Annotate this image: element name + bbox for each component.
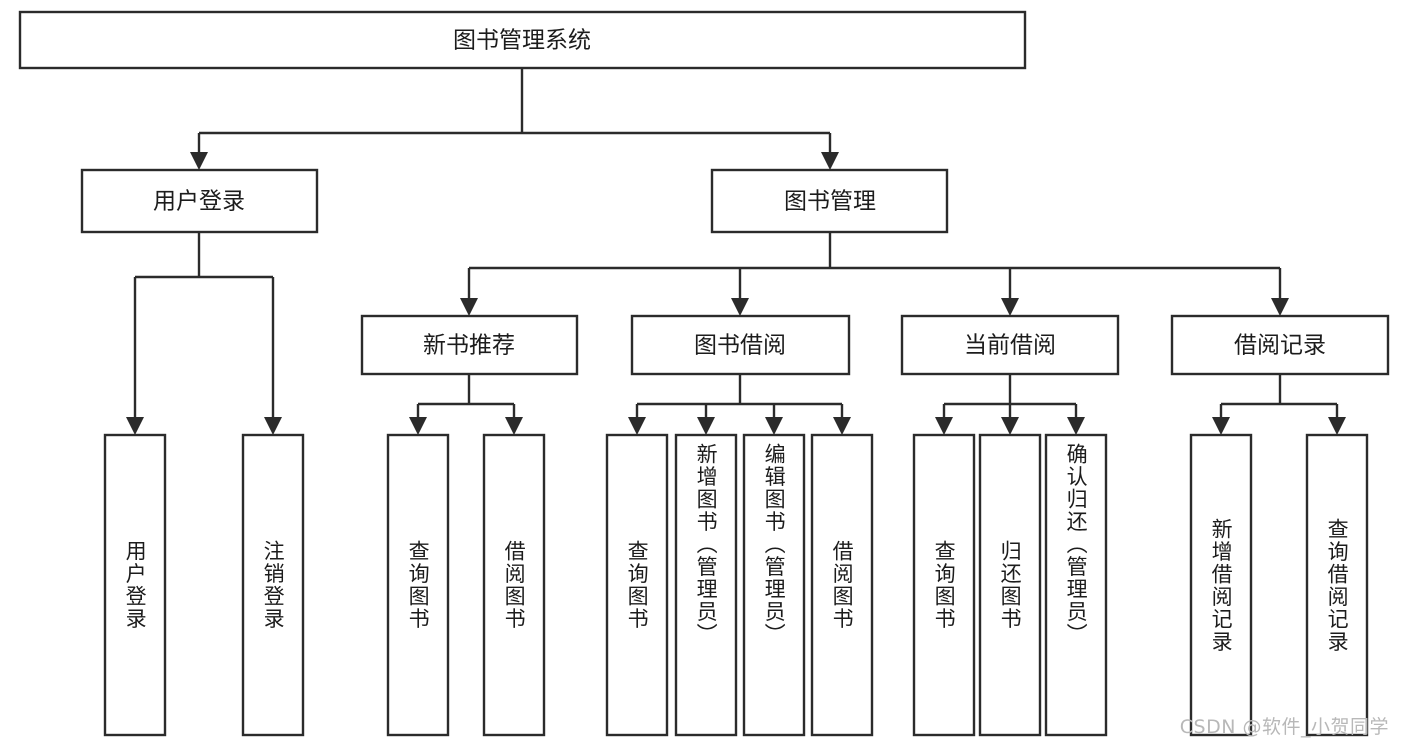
connector-bookborrow-to-leaves — [628, 374, 851, 435]
arrow-head-icon — [731, 298, 749, 316]
leaf-box-borrow-book-2[interactable] — [810, 433, 874, 737]
leaf-box-query-book-2[interactable] — [605, 433, 669, 737]
leaf-box-confirm-return-admin[interactable] — [1044, 433, 1108, 737]
watermark-text: CSDN @软件_小贺同学 — [1179, 716, 1389, 738]
arrow-head-icon — [1001, 298, 1019, 316]
arrow-head-icon — [1212, 417, 1230, 435]
leaf-box-return-book[interactable] — [978, 433, 1042, 737]
node-box[interactable] — [18, 10, 1027, 70]
arrow-head-icon — [460, 298, 478, 316]
arrow-head-icon — [1328, 417, 1346, 435]
arrow-head-icon — [505, 417, 523, 435]
arrow-head-icon — [697, 417, 715, 435]
leaf-box-user-login[interactable] — [103, 433, 167, 737]
leaf-box-query-book-1[interactable] — [386, 433, 450, 737]
node-label: 图书管理 — [784, 189, 876, 215]
connector-currentborrow-to-leaves — [935, 374, 1085, 435]
arrow-head-icon — [935, 417, 953, 435]
node-label: 借阅记录 — [1234, 333, 1326, 359]
leaf-box-query-borrow-record[interactable] — [1305, 433, 1369, 737]
arrow-head-icon — [1001, 417, 1019, 435]
node-new-book-recommend[interactable]: 新书推荐 — [360, 314, 579, 376]
arrow-head-icon — [264, 417, 282, 435]
connector-bookmgmt-to-level2 — [460, 232, 1289, 316]
node-label: 图书借阅 — [694, 333, 786, 359]
node-label: 图书管理系统 — [453, 28, 591, 54]
arrow-head-icon — [1067, 417, 1085, 435]
connector-borrowrecord-to-leaves — [1212, 374, 1346, 435]
leaf-box-edit-book-admin[interactable] — [742, 433, 806, 737]
node-box[interactable] — [80, 168, 319, 234]
node-box[interactable] — [710, 168, 949, 234]
node-label: 当前借阅 — [964, 333, 1056, 359]
arrow-head-icon — [190, 152, 208, 170]
arrow-head-icon — [126, 417, 144, 435]
leaf-box-add-borrow-record[interactable] — [1189, 433, 1253, 737]
arrow-head-icon — [628, 417, 646, 435]
node-root[interactable]: 图书管理系统 — [18, 10, 1027, 70]
node-book-management[interactable]: 图书管理 — [710, 168, 949, 234]
node-box[interactable] — [900, 314, 1120, 376]
node-current-borrow[interactable]: 当前借阅 — [900, 314, 1120, 376]
arrow-head-icon — [765, 417, 783, 435]
node-book-borrow[interactable]: 图书借阅 — [630, 314, 851, 376]
node-user-login[interactable]: 用户登录 — [80, 168, 319, 234]
leaf-box-logout-login[interactable] — [241, 433, 305, 737]
leaf-box-add-book-admin[interactable] — [674, 433, 738, 737]
leaf-box-borrow-book-1[interactable] — [482, 433, 546, 737]
node-label: 新书推荐 — [423, 333, 515, 359]
arrow-head-icon — [1271, 298, 1289, 316]
leaf-box-query-book-3[interactable] — [912, 433, 976, 737]
node-borrow-record[interactable]: 借阅记录 — [1170, 314, 1390, 376]
node-box[interactable] — [630, 314, 851, 376]
node-box[interactable] — [1170, 314, 1390, 376]
connector-newbook-to-leaves — [409, 374, 523, 435]
arrow-head-icon — [409, 417, 427, 435]
arrow-head-icon — [821, 152, 839, 170]
node-label: 用户登录 — [153, 189, 245, 215]
connector-userlogin-to-leaves — [126, 232, 282, 435]
connector-root-to-level1 — [190, 68, 839, 170]
leaf-boxes — [103, 433, 1369, 737]
node-box[interactable] — [360, 314, 579, 376]
arrow-head-icon — [833, 417, 851, 435]
